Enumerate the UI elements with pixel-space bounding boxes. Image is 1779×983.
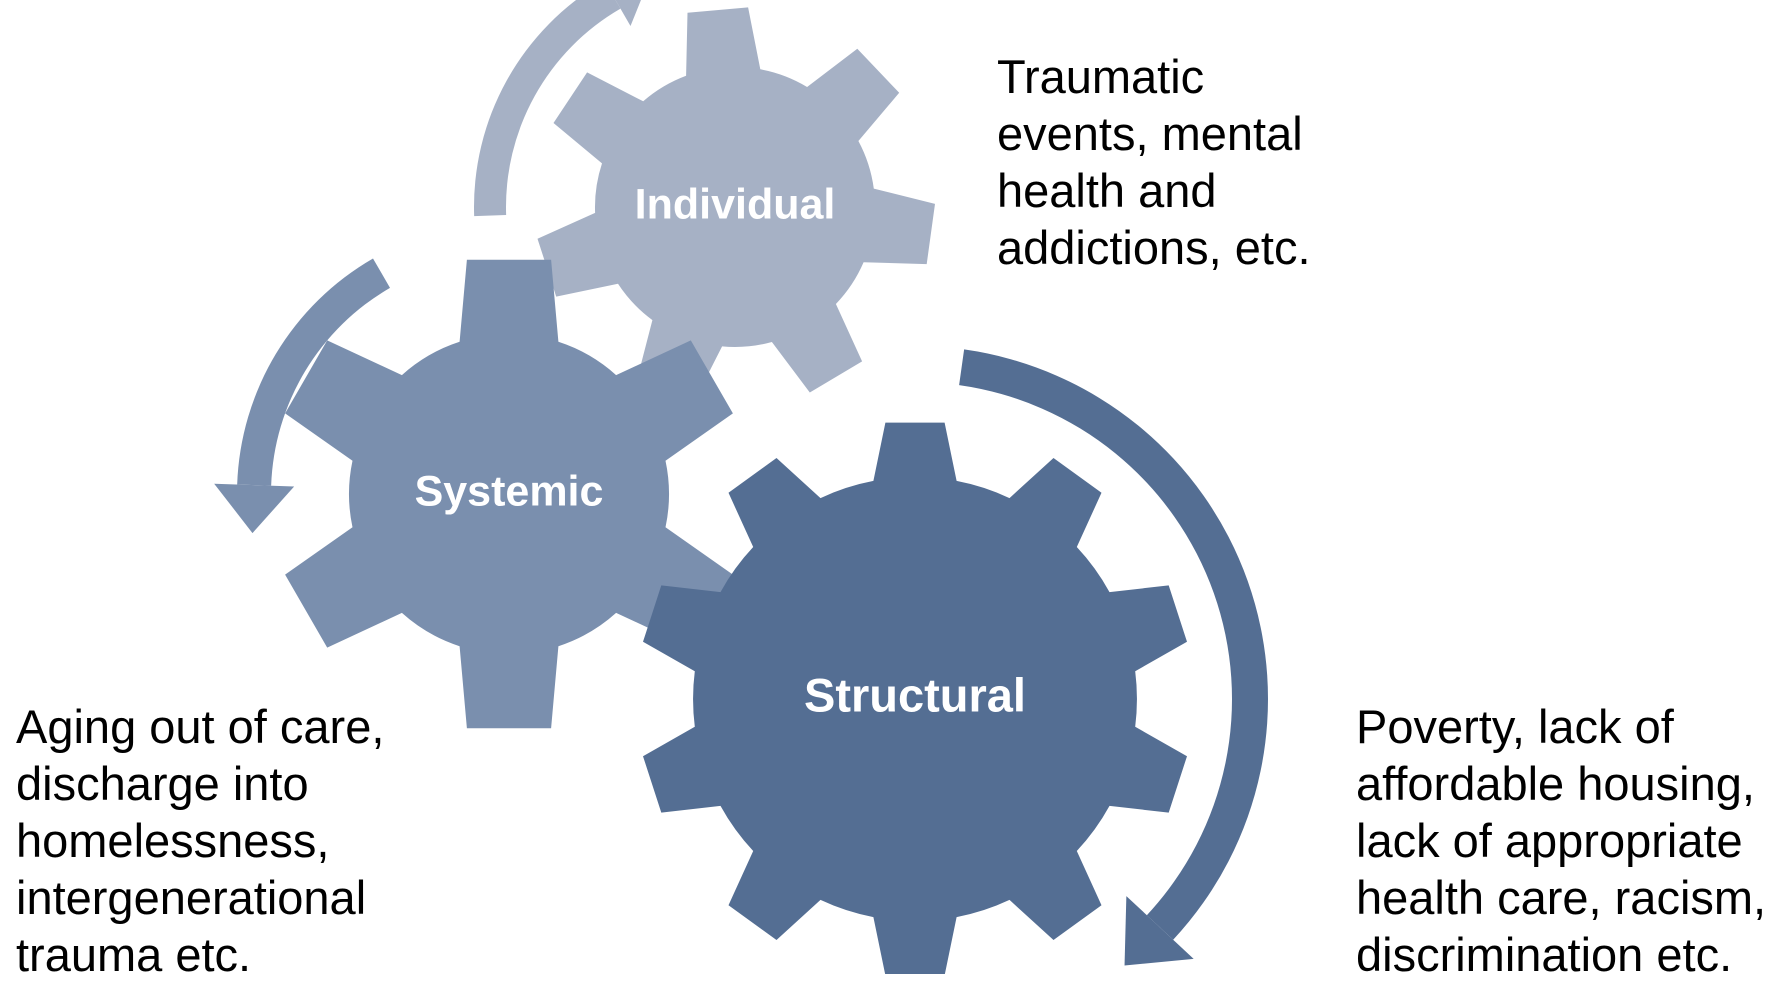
arrow-head bbox=[214, 483, 295, 534]
systemic-cycle-arrow bbox=[214, 258, 390, 534]
individual-caption: Traumatic events, mental health and addi… bbox=[997, 48, 1311, 276]
caption-line: health and bbox=[997, 164, 1217, 217]
systemic-gear-shape bbox=[285, 259, 733, 729]
arrow-shaft bbox=[474, 0, 621, 217]
individual-gear-shape bbox=[537, 7, 935, 403]
caption-line: homelessness, bbox=[16, 814, 330, 867]
caption-line: Aging out of care, bbox=[16, 700, 385, 753]
caption-line: trauma etc. bbox=[16, 928, 252, 981]
systemic-caption: Aging out of care, discharge into homele… bbox=[16, 698, 384, 983]
arrow-head bbox=[615, 0, 641, 27]
caption-line: addictions, etc. bbox=[997, 221, 1311, 274]
caption-line: health care, racism, bbox=[1356, 871, 1767, 924]
caption-line: discharge into bbox=[16, 757, 309, 810]
caption-line: Poverty, lack of bbox=[1356, 700, 1674, 753]
structural-caption: Poverty, lack of affordable housing, lac… bbox=[1356, 698, 1766, 983]
individual-gear: Individual bbox=[537, 7, 935, 403]
individual-cycle-arrow bbox=[474, 0, 641, 217]
structural-gear-label: Structural bbox=[804, 668, 1026, 721]
caption-line: discrimination etc. bbox=[1356, 928, 1733, 981]
caption-line: events, mental bbox=[997, 107, 1303, 160]
caption-line: affordable housing, bbox=[1356, 757, 1755, 810]
arrow-shaft bbox=[237, 258, 390, 486]
caption-line: lack of appropriate bbox=[1356, 814, 1743, 867]
caption-line: intergenerational bbox=[16, 871, 367, 924]
arrow-head bbox=[1124, 896, 1194, 966]
structural-gear-shape bbox=[643, 422, 1187, 974]
caption-line: Traumatic bbox=[997, 50, 1205, 103]
structural-gear: Structural bbox=[643, 422, 1187, 974]
individual-gear-label: Individual bbox=[635, 180, 836, 228]
structural-cycle-arrow bbox=[959, 349, 1269, 966]
systemic-gear: Systemic bbox=[285, 259, 733, 729]
arrow-shaft bbox=[959, 349, 1269, 940]
systemic-gear-label: Systemic bbox=[415, 467, 604, 515]
